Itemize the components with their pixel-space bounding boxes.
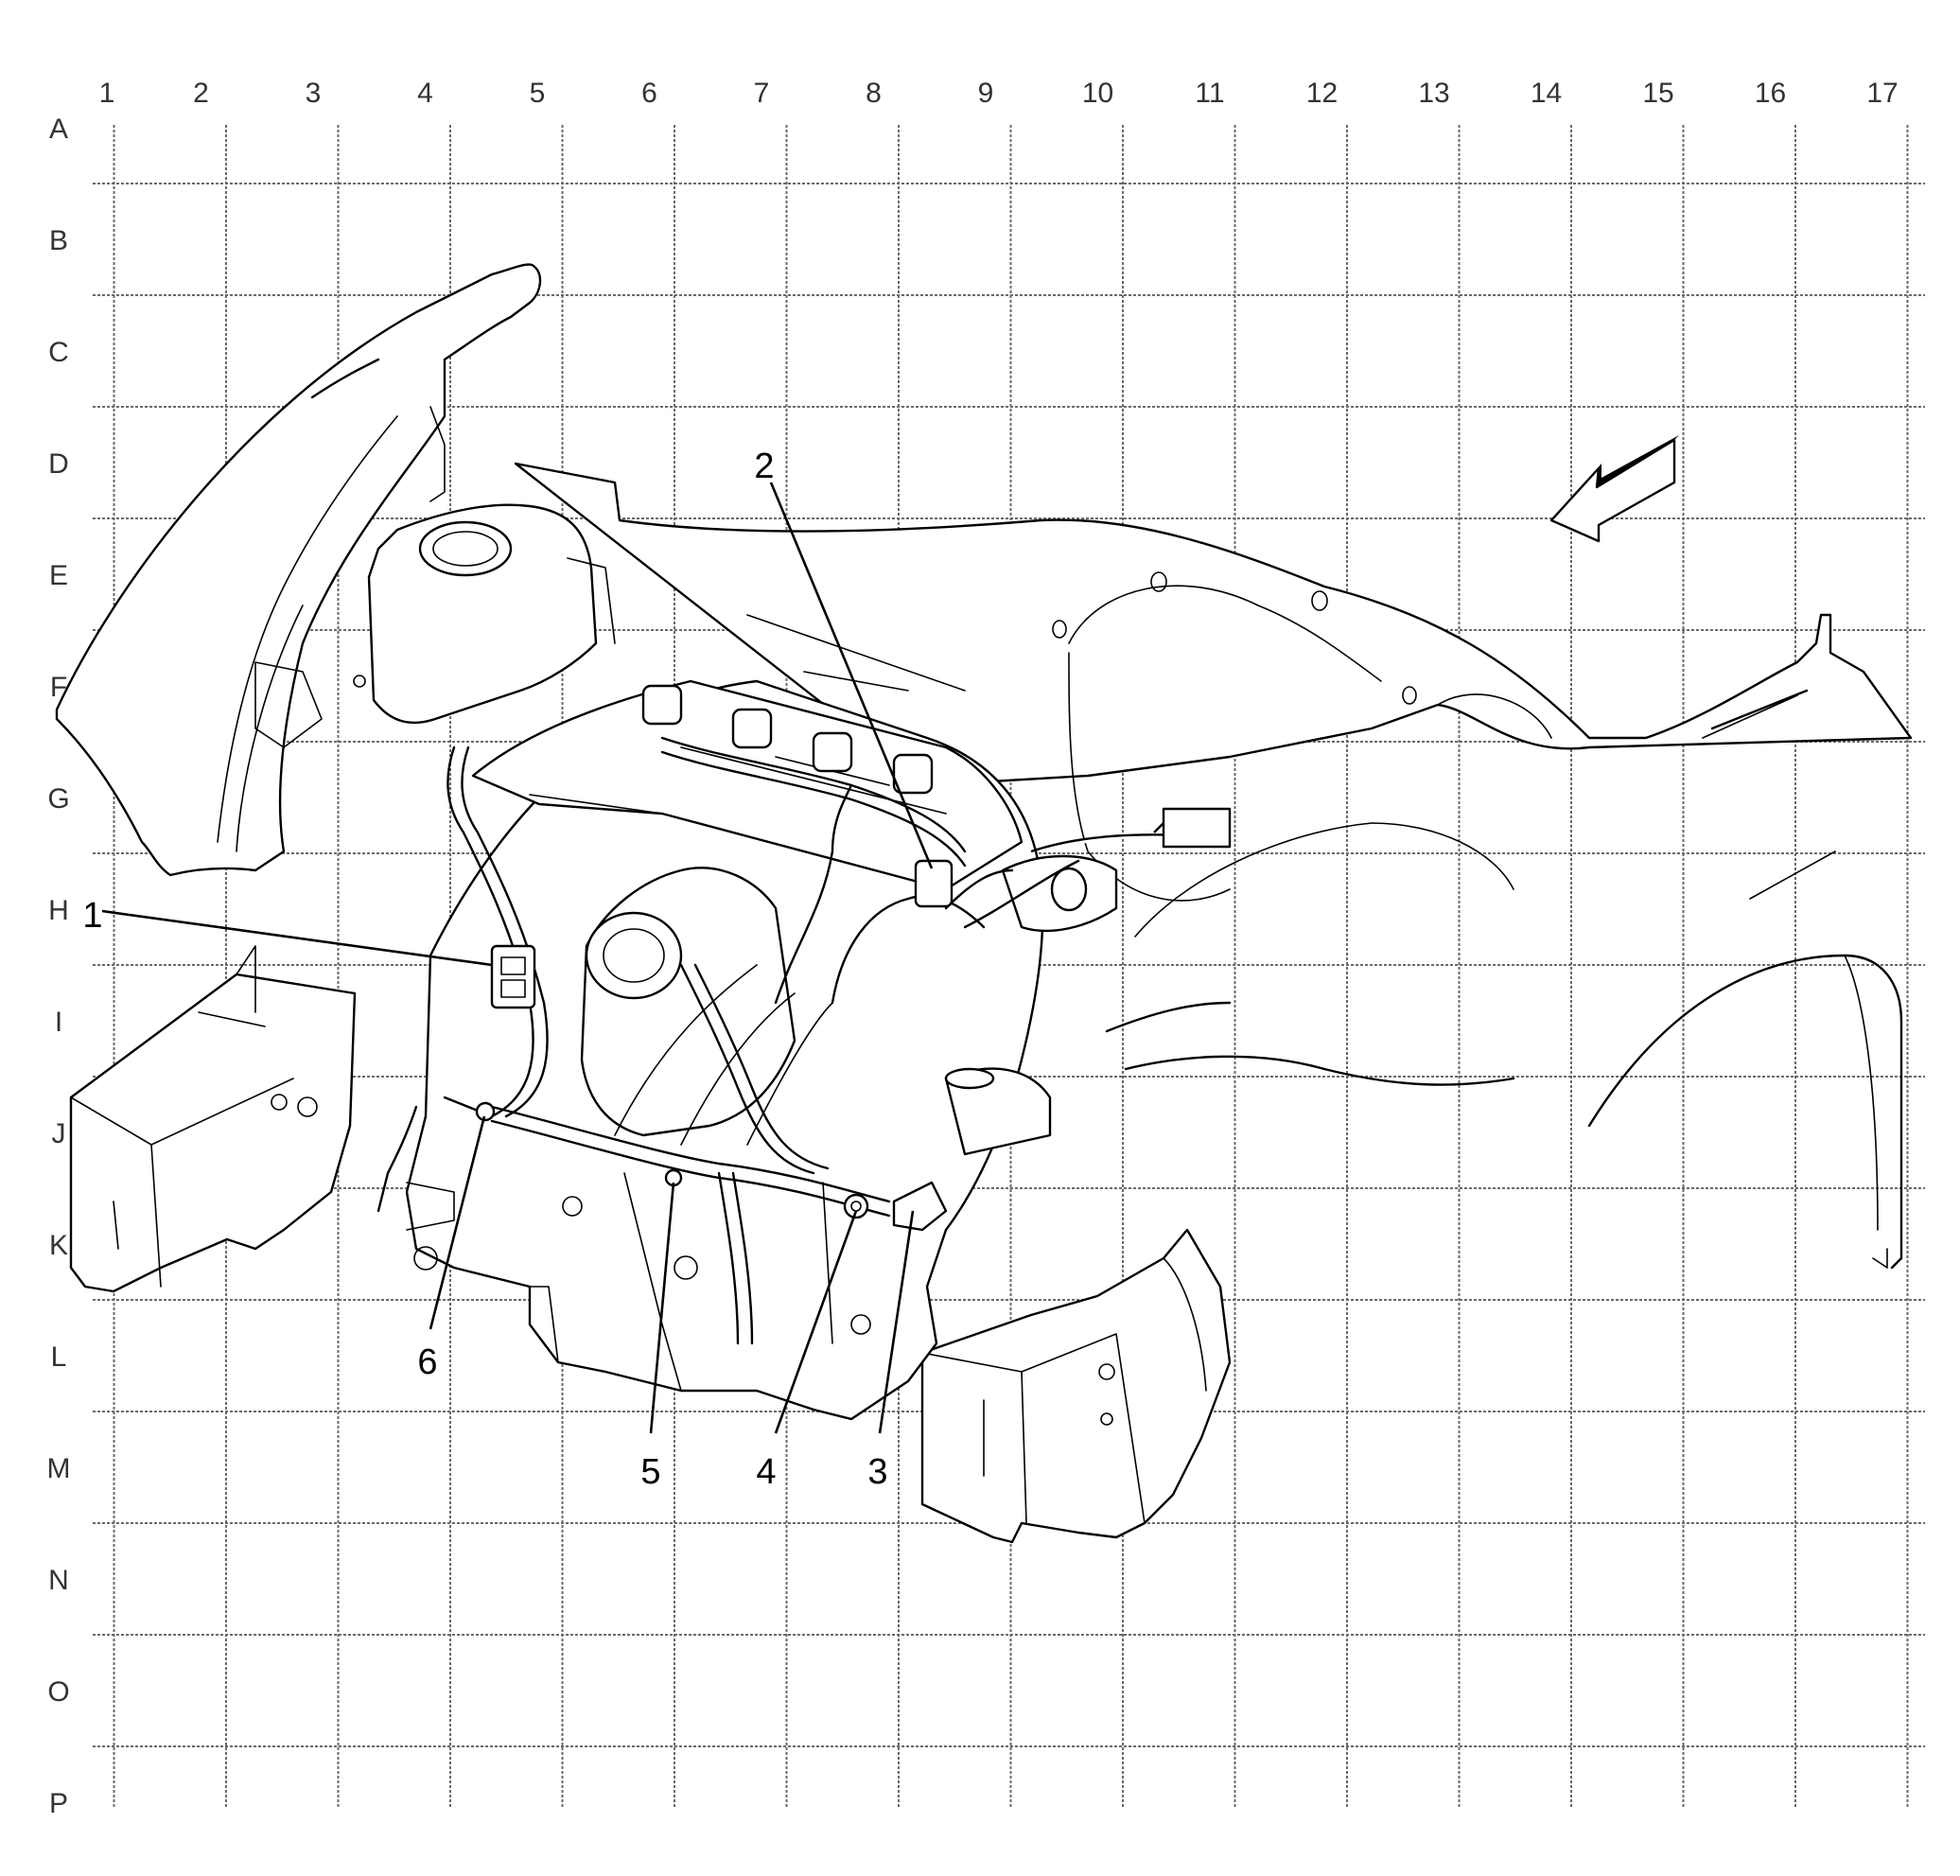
grid-column-label: 3 <box>306 78 322 109</box>
connector-3 <box>892 1181 948 1232</box>
grid-row-label: N <box>48 1565 69 1596</box>
grid-column-label: 12 <box>1306 78 1338 109</box>
grid-column-label: 17 <box>1866 78 1898 109</box>
grid-column-label: 7 <box>754 78 770 109</box>
grid-column-label: 15 <box>1642 78 1673 109</box>
callout-labels: 1 2 3 4 5 6 <box>82 447 887 1492</box>
callout-1: 1 <box>82 896 102 936</box>
grid-column-label: 4 <box>417 78 433 109</box>
left-front-bracket <box>69 945 357 1293</box>
grid-row-label: P <box>49 1788 68 1819</box>
grid-row-label: J <box>52 1118 66 1149</box>
connector-2 <box>914 859 954 908</box>
grid-row-label: O <box>47 1676 69 1708</box>
grid-row-label: A <box>49 114 68 145</box>
grid-column-label: 14 <box>1531 78 1562 109</box>
grid-row-label: G <box>47 783 69 815</box>
vehicle-drawing <box>55 263 1913 1544</box>
engine-assembly <box>405 679 1232 1421</box>
strut-tower-left <box>367 503 616 725</box>
callout-2: 2 <box>754 447 774 486</box>
grid-row-label: M <box>47 1453 71 1484</box>
grid-row-label: H <box>48 895 69 926</box>
callout-4: 4 <box>756 1452 776 1492</box>
callout-3: 3 <box>867 1452 887 1492</box>
grid-column-label: 9 <box>978 78 994 109</box>
right-body-structure <box>1068 652 1903 1270</box>
grid-row-label: K <box>49 1230 68 1261</box>
grid-column-label: 1 <box>99 78 115 109</box>
engine-wiring-harness <box>376 736 1080 1345</box>
connector-6 <box>475 1101 496 1122</box>
grid-row-label: C <box>48 337 69 368</box>
grid-column-label: 5 <box>530 78 546 109</box>
grid-row-label: L <box>51 1341 67 1373</box>
grid-row-label: D <box>48 448 69 480</box>
direction-arrow-icon <box>1549 435 1679 543</box>
grid-row-label: E <box>49 560 68 591</box>
callout-leaders <box>101 482 934 1434</box>
connector-4 <box>843 1193 869 1219</box>
connectors <box>475 859 954 1232</box>
left-fender <box>55 263 542 877</box>
ignition-coils <box>641 684 934 795</box>
grid-column-label: 11 <box>1195 78 1224 109</box>
grid-column-label: 13 <box>1418 78 1449 109</box>
grid-row-label: I <box>55 1007 62 1038</box>
grid-column-label: 16 <box>1755 78 1786 109</box>
grid-column-label: 10 <box>1082 78 1113 109</box>
grid-column-label: 8 <box>866 78 882 109</box>
right-front-bracket <box>920 1228 1232 1544</box>
grid-row-label: B <box>49 225 68 256</box>
grid-column-label: 2 <box>193 78 209 109</box>
callout-6: 6 <box>417 1342 437 1382</box>
connector-1 <box>490 944 536 1009</box>
callout-5: 5 <box>640 1452 660 1492</box>
grid-column-label: 6 <box>641 78 657 109</box>
